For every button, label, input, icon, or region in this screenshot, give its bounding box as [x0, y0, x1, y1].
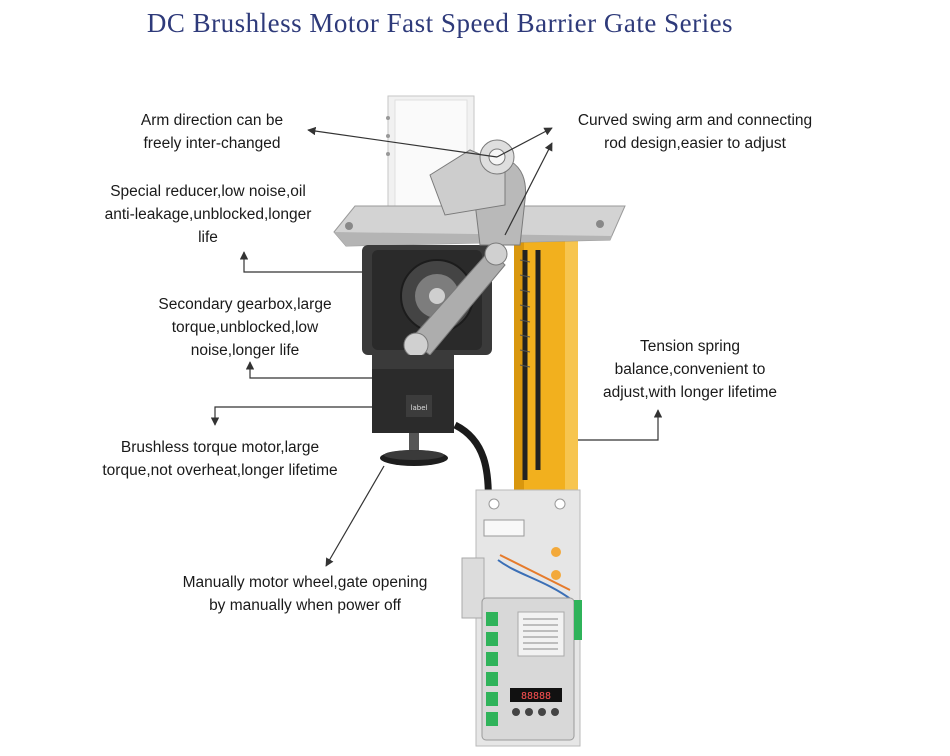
- leader-lines: [210, 126, 663, 567]
- callout-reducer: Special reducer,low noise,oil anti-leaka…: [104, 183, 312, 246]
- swing-arm: [403, 139, 527, 358]
- callout-gearbox: Secondary gearbox,large torque,unblocked…: [158, 296, 332, 359]
- callout-tension-spring: Tension spring balance,convenient to adj…: [602, 338, 778, 401]
- mounting-plate: [333, 205, 626, 247]
- callout-hand-wheel: Manually motor wheel,gate opening by man…: [182, 574, 428, 614]
- callout-curved-arm: Curved swing arm and connecting rod desi…: [577, 112, 813, 152]
- controller: 88888: [481, 597, 582, 741]
- svg-text:label: label: [411, 404, 428, 412]
- page-title: DC Brushless Motor Fast Speed Barrier Ga…: [146, 8, 734, 38]
- motor: label: [372, 355, 454, 433]
- callout-motor: Brushless torque motor,large torque,not …: [102, 439, 338, 479]
- tension-spring: [522, 250, 541, 480]
- callout-arm-direction: Arm direction can be freely inter-change…: [140, 112, 284, 152]
- hand-wheel: [380, 433, 448, 466]
- svg-text:88888: 88888: [521, 691, 551, 702]
